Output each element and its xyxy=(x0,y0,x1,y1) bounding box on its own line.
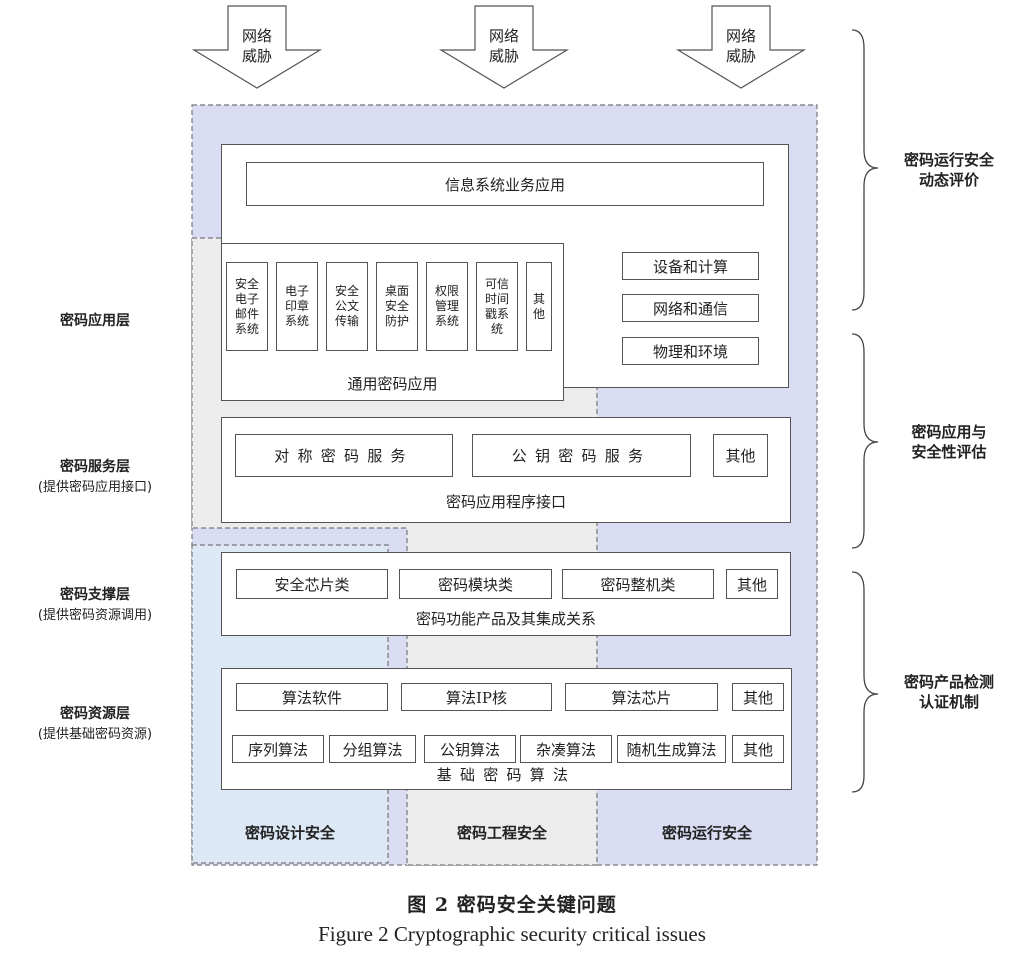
brace-dynamic-eval xyxy=(851,29,879,311)
symmetric-service-box: 对称密码服务 xyxy=(235,434,453,477)
service-api-label: 密码应用程序接口 xyxy=(445,493,566,511)
public-key-algo-box: 公钥算法 xyxy=(424,735,516,763)
stream-cipher-box: 序列算法 xyxy=(232,735,324,763)
resource-top-other-box: 其他 xyxy=(732,683,784,711)
brace-product-cert xyxy=(851,571,879,793)
layer-resource-sub: (提供基础密码资源) xyxy=(37,727,153,742)
down-arrow-icon xyxy=(192,5,322,89)
algo-software-box: 算法软件 xyxy=(236,683,388,711)
resource-bottom-other-box: 其他 xyxy=(732,735,784,763)
security-chip-box: 安全芯片类 xyxy=(236,569,388,599)
right-label-app-eval: 密码应用与 安全性评估 xyxy=(911,423,987,461)
layer-service-sub: (提供密码应用接口) xyxy=(37,480,153,495)
random-gen-algo-box: 随机生成算法 xyxy=(617,735,726,763)
crypto-machine-box: 密码整机类 xyxy=(562,569,714,599)
general-app-item: 安全 公文 传输 xyxy=(326,262,368,351)
threat-arrow-2: 网络 威胁 xyxy=(439,4,569,90)
support-other-box: 其他 xyxy=(726,569,778,599)
figure-caption-en: Figure 2 Cryptographic security critical… xyxy=(318,922,706,946)
block-cipher-box: 分组算法 xyxy=(329,735,416,763)
zone-engineering-label: 密码工程安全 xyxy=(456,824,547,842)
service-other-box: 其他 xyxy=(713,434,768,477)
right-label-dynamic-eval: 密码运行安全 动态评价 xyxy=(903,151,994,189)
layer-resource-title: 密码资源层 xyxy=(60,706,130,722)
layer-application-title: 密码应用层 xyxy=(60,313,130,329)
general-app-item: 安全 电子 邮件 系统 xyxy=(226,262,268,351)
general-app-item: 桌面 安全 防护 xyxy=(376,262,418,351)
brace-app-eval xyxy=(851,333,879,549)
layer-support-sub: (提供密码资源调用) xyxy=(37,608,153,623)
threat-label: 网络 威胁 xyxy=(488,27,519,65)
layer-service-title: 密码服务层 xyxy=(60,459,130,475)
threat-arrow-1: 网络 威胁 xyxy=(192,4,322,90)
crypto-module-box: 密码模块类 xyxy=(399,569,552,599)
general-app-item: 其 他 xyxy=(526,262,552,351)
algo-ip-core-box: 算法IP核 xyxy=(401,683,552,711)
figure-caption-cn: 图 2 密码安全关键问题 xyxy=(407,894,617,916)
hash-algo-box: 杂凑算法 xyxy=(520,735,612,763)
infra-device-compute: 设备和计算 xyxy=(622,252,759,280)
threat-label: 网络 威胁 xyxy=(725,27,756,65)
down-arrow-icon xyxy=(676,5,806,89)
zone-operation-label: 密码运行安全 xyxy=(661,824,752,842)
algo-chip-box: 算法芯片 xyxy=(565,683,718,711)
right-label-product-cert: 密码产品检测 认证机制 xyxy=(903,673,994,711)
threat-label: 网络 威胁 xyxy=(241,27,272,65)
general-app-item: 可信 时间 戳系 统 xyxy=(476,262,518,351)
infra-network-comm: 网络和通信 xyxy=(622,294,759,322)
general-app-item: 权限 管理 系统 xyxy=(426,262,468,351)
infra-physical-env: 物理和环境 xyxy=(622,337,759,365)
business-app-box: 信息系统业务应用 xyxy=(246,162,764,206)
down-arrow-icon xyxy=(439,5,569,89)
public-key-service-box: 公钥密码服务 xyxy=(472,434,691,477)
basic-algo-label: 基础密码算法 xyxy=(436,766,577,784)
support-label: 密码功能产品及其集成关系 xyxy=(415,610,596,628)
threat-arrow-3: 网络 威胁 xyxy=(676,4,806,90)
general-app-item: 电子 印章 系统 xyxy=(276,262,318,351)
layer-support-title: 密码支撑层 xyxy=(60,587,130,603)
zone-design-label: 密码设计安全 xyxy=(244,824,335,842)
general-crypto-app-label: 通用密码应用 xyxy=(347,375,438,393)
